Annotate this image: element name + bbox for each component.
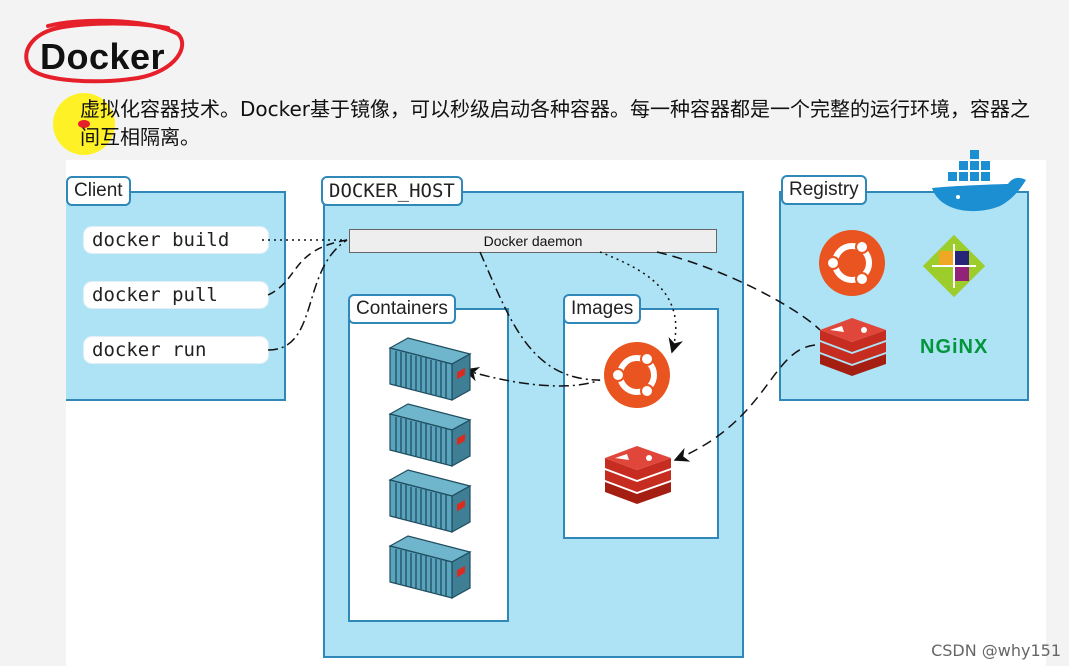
images-label: Images [563, 294, 642, 324]
red-circle-annotation [24, 18, 185, 84]
ubuntu-registry-icon [819, 230, 885, 296]
docker-host-label: DOCKER_HOST [321, 176, 463, 206]
ubuntu-image-icon [604, 342, 670, 408]
container-icon-1 [389, 337, 471, 401]
container-icon-2 [389, 403, 471, 467]
client-label: Client [66, 176, 131, 206]
page-title: Docker [40, 36, 166, 77]
command-docker-run: docker run [84, 337, 268, 363]
centos-icon [922, 234, 986, 298]
registry-panel [779, 191, 1029, 401]
registry-label: Registry [781, 175, 867, 205]
command-docker-build: docker build [84, 227, 268, 253]
container-icon-3 [389, 469, 471, 533]
nginx-logo: NGiNX [920, 336, 989, 358]
docker-whale-logo [932, 150, 1026, 212]
redis-registry-icon [820, 318, 886, 376]
redis-image-icon [605, 446, 671, 504]
container-icon-4 [389, 535, 471, 599]
description-text: 虚拟化容器技术。Docker基于镜像，可以秒级启动各种容器。每一种容器都是一个完… [80, 97, 1031, 149]
command-docker-pull: docker pull [84, 282, 268, 308]
docker-daemon-bar: Docker daemon [349, 229, 717, 253]
watermark: CSDN @why151 [931, 641, 1061, 660]
containers-label: Containers [348, 294, 456, 324]
pointer-dot [78, 120, 90, 128]
